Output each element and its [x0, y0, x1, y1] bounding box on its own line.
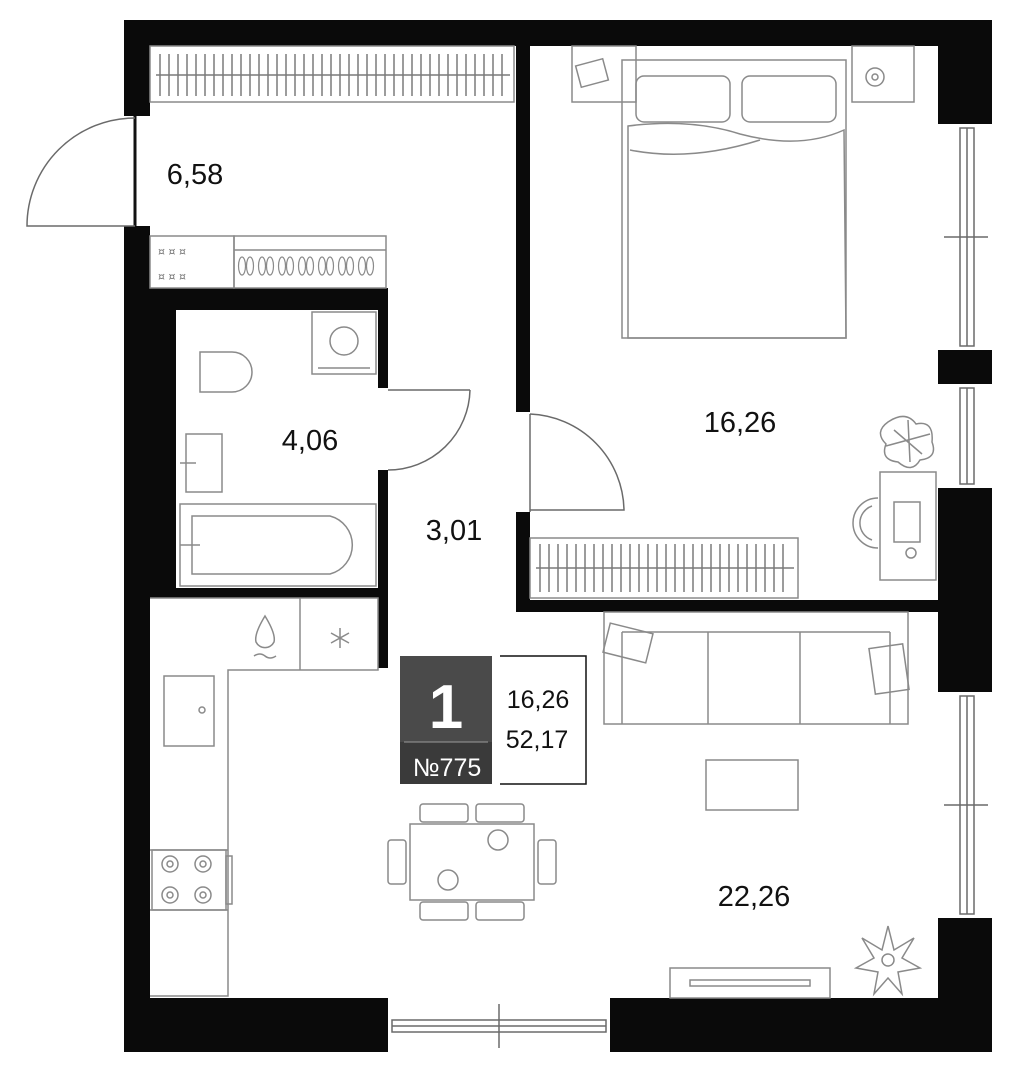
- tv-icon: [669, 967, 831, 999]
- shoe-rack-icon: ¤ ¤ ¤ ¤ ¤ ¤: [149, 235, 387, 289]
- desk-icon: [852, 471, 937, 581]
- sink-icon: [180, 433, 223, 493]
- windows: [388, 124, 992, 1052]
- window-icon: [938, 384, 992, 488]
- stove-icon: [151, 849, 233, 911]
- toilet-icon: [199, 351, 253, 393]
- door-icon: [387, 389, 471, 471]
- living-area: 16,26: [507, 686, 570, 714]
- total-area: 52,17: [506, 726, 569, 754]
- kitchen-counter: [150, 597, 379, 997]
- apartment-number: №775: [413, 754, 482, 782]
- window-icon: [388, 998, 610, 1052]
- window-icon: [938, 124, 992, 350]
- water-drop-icon: [253, 614, 277, 659]
- living-kitchen-area: 22,26: [718, 881, 791, 913]
- info-bracket: [500, 655, 587, 785]
- walls: [124, 20, 992, 1052]
- coffee-table: [705, 759, 799, 811]
- bedroom-area: 16,26: [704, 407, 777, 439]
- door-icon: [529, 413, 625, 512]
- svg-text:¤ ¤ ¤: ¤ ¤ ¤: [158, 270, 186, 283]
- corridor-area: 3,01: [426, 515, 482, 547]
- badge-number-background: [400, 742, 492, 784]
- apartment-info-badge: 1 №775 16,26 52,17: [400, 655, 587, 785]
- radiator-icon: [529, 537, 799, 599]
- window-icon: [938, 692, 992, 918]
- bathtub-icon: [179, 503, 377, 587]
- dining-table-icon: [387, 803, 557, 921]
- bathroom-area: 4,06: [282, 425, 338, 457]
- snowflake-icon: [330, 628, 350, 648]
- door-icon: [26, 116, 137, 227]
- svg-text:¤ ¤ ¤: ¤ ¤ ¤: [158, 245, 186, 258]
- plant-icon: [853, 925, 923, 997]
- bed-icon: [571, 45, 915, 339]
- sofa-icon: [602, 611, 910, 725]
- rooms-count: 1: [429, 673, 463, 742]
- radiator-icon: [149, 45, 515, 103]
- plant-icon: [879, 415, 935, 469]
- washing-machine-icon: [311, 311, 377, 375]
- hall-area: 6,58: [167, 159, 223, 191]
